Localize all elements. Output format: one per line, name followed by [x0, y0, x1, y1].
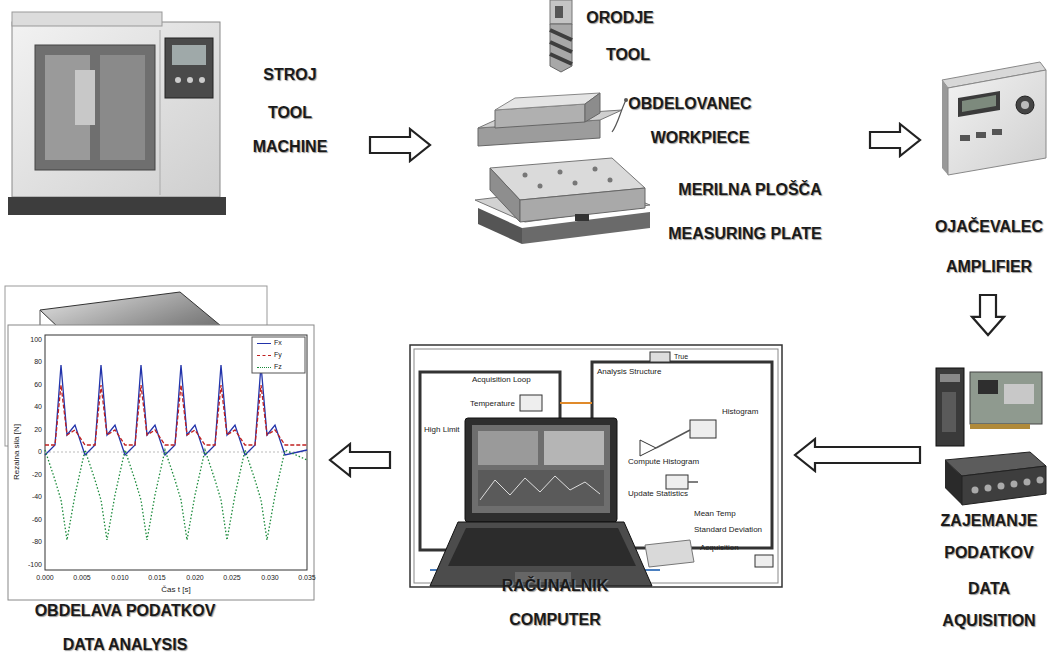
stage-label: ORODJE	[565, 8, 675, 28]
screen-label: Histogram	[722, 408, 758, 417]
screen-label: High Limit	[424, 426, 460, 435]
legend-sample	[257, 343, 271, 344]
tick-label: 0.035	[298, 574, 316, 582]
laptop	[430, 418, 694, 586]
screen-label: Čas t [s]	[161, 586, 190, 595]
stage-label: MERILNA PLOŠČA	[665, 180, 835, 200]
stage-label: TOOL	[573, 45, 683, 65]
tick-label: 0.025	[223, 574, 241, 582]
legend-sample	[257, 367, 271, 368]
stage-label: COMPUTER	[455, 610, 655, 630]
stage-label: ZAJEMANJE PODATKOV	[931, 505, 1047, 569]
screen-label: Compute Histogram	[628, 458, 699, 467]
tick-label: -80	[32, 538, 42, 546]
legend-text: Fz	[274, 363, 282, 370]
stage-label: RAČUNALNIK	[455, 576, 655, 596]
screen-label: Analysis Structure	[597, 368, 661, 377]
workpiece	[478, 93, 628, 146]
stage-label: STROJ	[235, 60, 345, 90]
tick-label: -40	[32, 493, 42, 501]
legend-text: Fx	[274, 339, 282, 346]
stage-group: RAČUNALNIK COMPUTER	[400, 340, 785, 655]
tick-label: 0.010	[111, 574, 129, 582]
tick-label: 20	[34, 426, 42, 434]
legend-text: Fy	[274, 351, 282, 358]
screen-label: Temperature	[470, 400, 515, 409]
tick-label: 80	[34, 358, 42, 366]
screen-label: True	[674, 353, 688, 361]
tick-label: 60	[34, 381, 42, 389]
end-mill	[550, 0, 572, 72]
force-chart	[8, 325, 314, 600]
block-arrow	[370, 129, 430, 161]
stage-label: OBDELOVANEC	[615, 94, 765, 114]
stage-label: OJAČEVALEC	[931, 217, 1047, 237]
stage-label: OBDELAVA PODATKOV	[5, 601, 245, 621]
machine-tool	[8, 12, 226, 215]
block-arrow	[795, 439, 920, 471]
stage-label: WORKPIECE	[625, 128, 775, 148]
block-arrow	[870, 124, 920, 156]
legend-entry: Fz	[257, 363, 282, 370]
amplifier	[942, 62, 1046, 175]
stage-label: AMPLIFIER	[931, 257, 1047, 277]
tick-label: 0.020	[186, 574, 204, 582]
stage-label: TOOL MACHINE	[240, 96, 340, 164]
tick-label: 100	[30, 336, 42, 344]
tick-label: -60	[32, 516, 42, 524]
stage-group: OBDELAVA PODATKOV DATA ANALYSIS	[0, 285, 320, 664]
stage-group: OJAČEVALEC AMPLIFIER	[930, 45, 1049, 285]
block-arrow	[972, 295, 1004, 335]
daq-hardware	[936, 368, 1046, 505]
screen-label: Update Statistics	[628, 490, 688, 499]
stage-label: DATA ANALYSIS	[5, 635, 245, 655]
legend-sample	[257, 355, 271, 356]
legend-entry: Fx	[257, 339, 282, 346]
measuring-plate	[475, 158, 650, 244]
tick-label: -100	[28, 561, 42, 569]
screen-label: Acquisition Loop	[472, 376, 531, 385]
stage-group: STROJ TOOL MACHINE	[0, 0, 360, 225]
labview-diagram	[410, 345, 782, 587]
stage-label: MEASURING PLATE	[650, 224, 840, 244]
tick-label: -20	[32, 471, 42, 479]
stage-label: DATA AQUISITION	[931, 573, 1047, 637]
legend-entry: Fy	[257, 351, 282, 358]
axis-title: Rezalna sila [N]	[13, 424, 22, 480]
tick-label: 40	[34, 403, 42, 411]
screen-label: Mean Temp	[694, 510, 736, 519]
tick-label: 0	[38, 448, 42, 456]
screen-label: Acquisition	[700, 544, 739, 553]
stage-group: ORODJE TOOL OBDELOVANEC WORKPIECE MERILNA PL…	[440, 0, 860, 265]
screen-label: Standard Deviation	[694, 526, 762, 535]
tick-label: 0.005	[73, 574, 91, 582]
tick-label: 0.015	[148, 574, 166, 582]
tick-label: 0.000	[36, 574, 54, 582]
tick-label: 0.030	[261, 574, 279, 582]
stage-group: ZAJEMANJE PODATKOVDATA AQUISITION	[930, 345, 1049, 650]
block-arrow	[330, 444, 390, 476]
